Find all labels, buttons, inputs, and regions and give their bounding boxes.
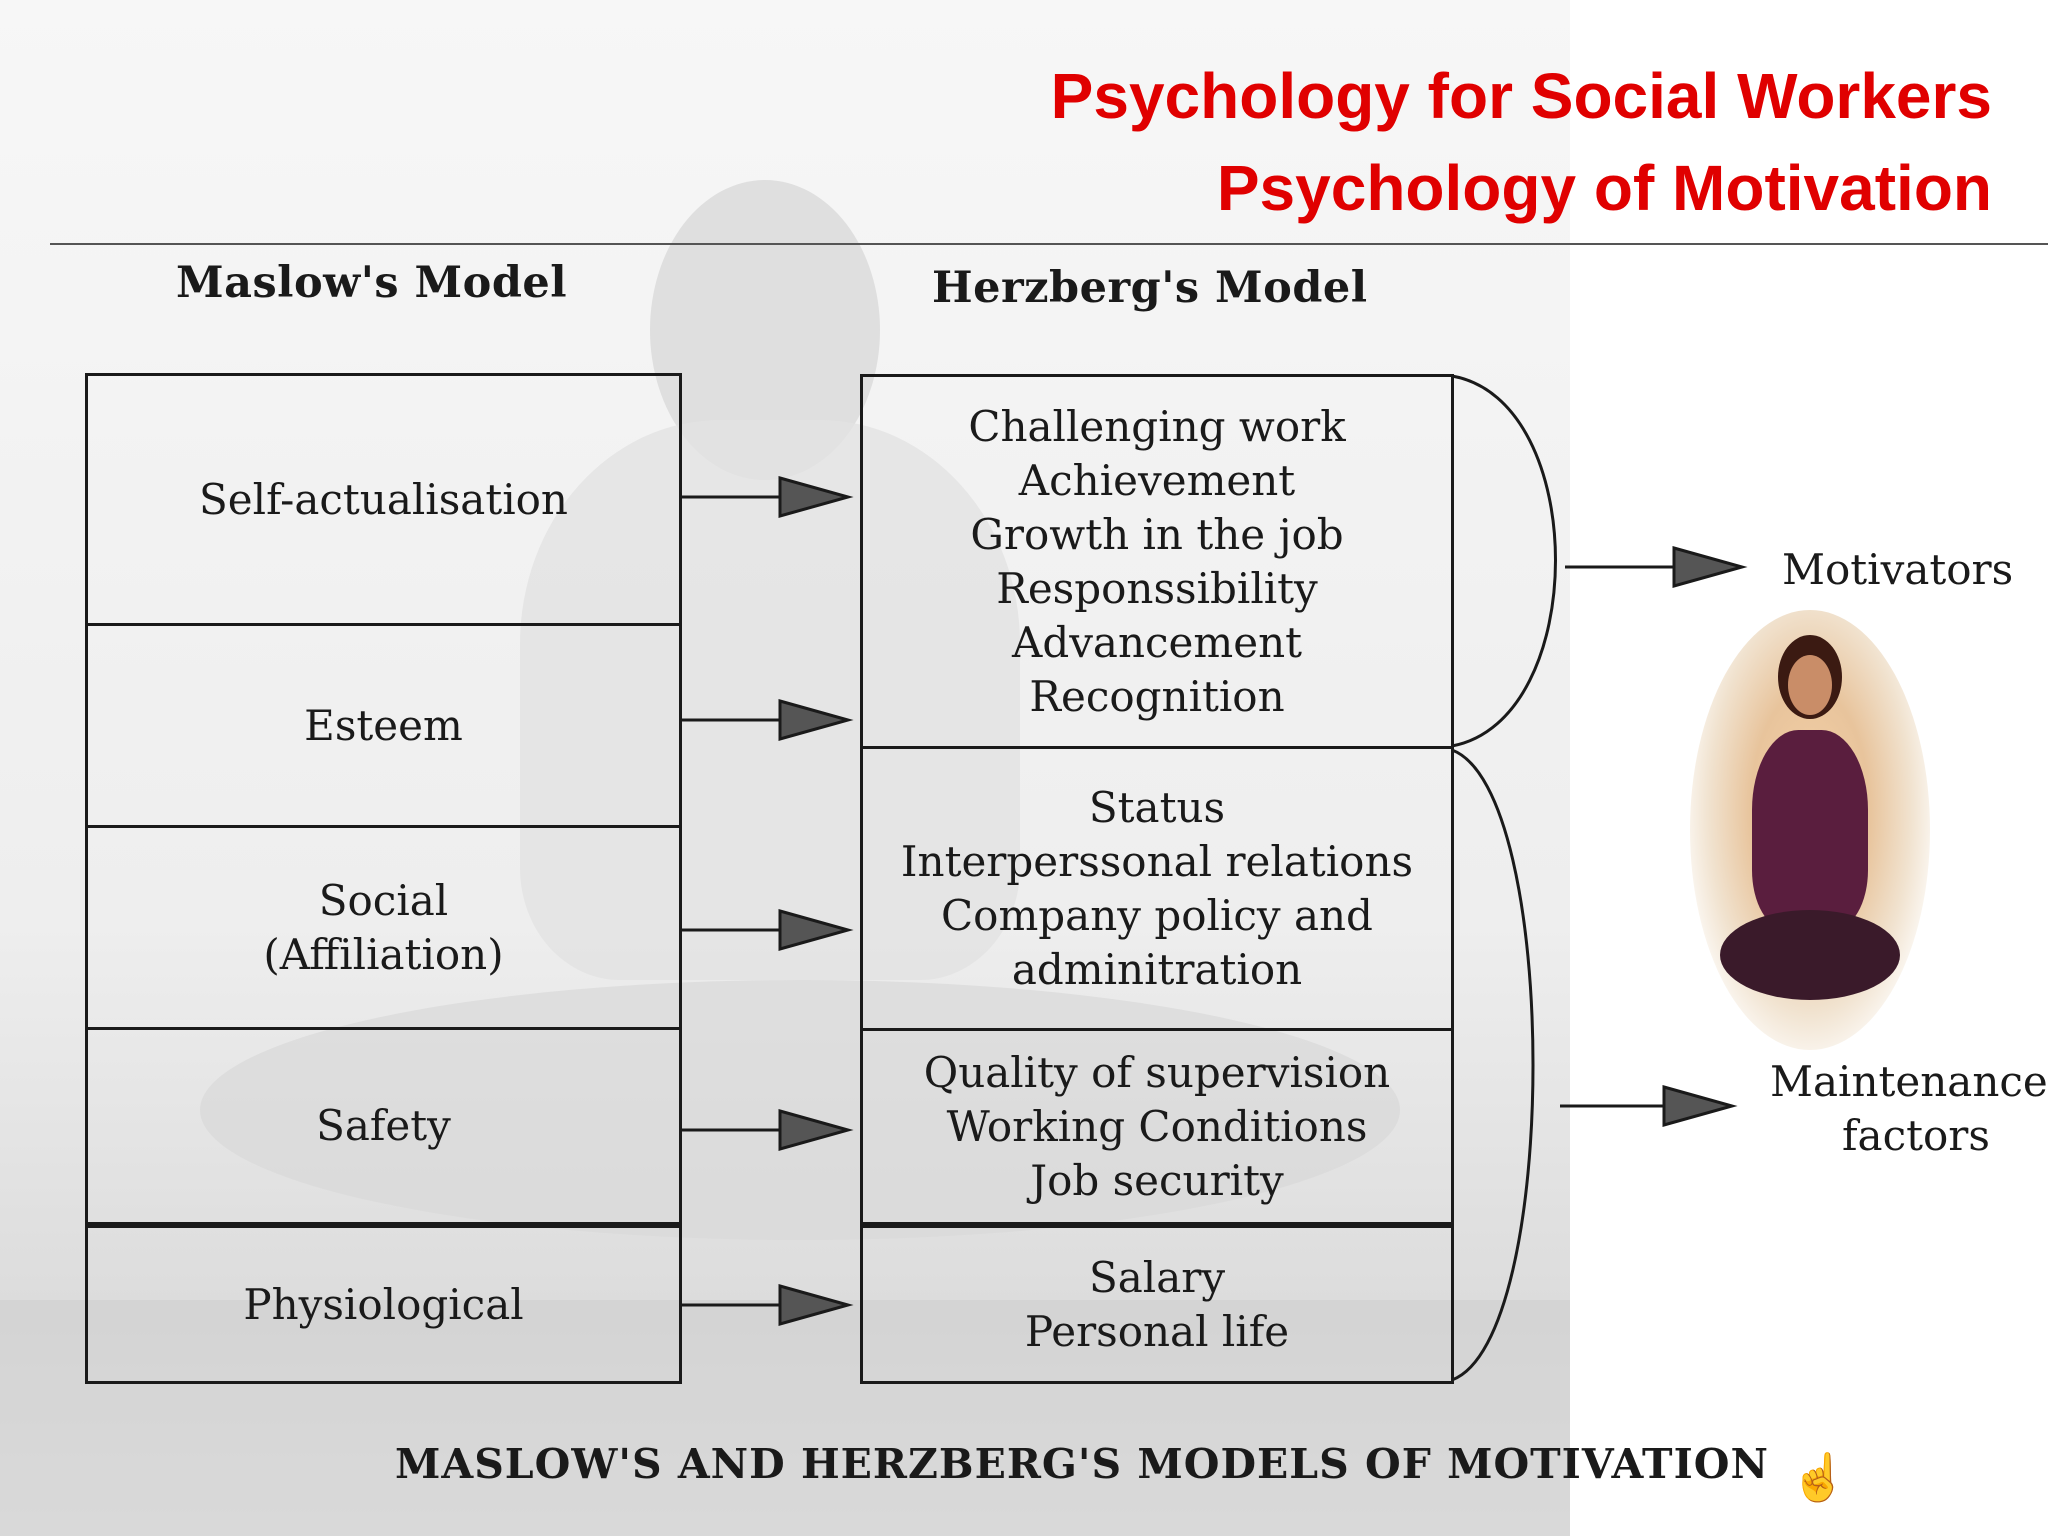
herzberg-item: Working Conditions [946, 1101, 1368, 1151]
herzberg-group-conditions: Quality of supervision Working Condition… [860, 1028, 1454, 1225]
title-line-1: Psychology for Social Workers [1050, 60, 1992, 132]
herzberg-item: Challenging work [968, 401, 1346, 451]
title-divider [50, 243, 2048, 245]
motivators-label: Motivators [1782, 545, 2014, 594]
maslow-level-self-actualisation: Self-actualisation [85, 373, 682, 626]
background-photo [0, 0, 1570, 1536]
maslow-level-label: Physiological [243, 1279, 524, 1329]
herzberg-item: Personal life [1024, 1306, 1290, 1356]
maslow-level-label: Esteem [304, 700, 463, 750]
maslow-level-label: Social [318, 875, 449, 925]
maslow-level-safety: Safety [85, 1027, 682, 1225]
maslow-level-label: Safety [316, 1101, 451, 1150]
maslow-heading: Maslow's Model [176, 258, 568, 308]
maslow-level-label: (Affiliation) [263, 929, 504, 979]
herzberg-item: Growth in the job [970, 509, 1344, 559]
maslow-level-social: Social (Affiliation) [85, 825, 682, 1030]
meditating-woman-photo [1690, 610, 1930, 1050]
maslow-level-label: Self-actualisation [199, 474, 568, 524]
herzberg-item: Responssibility [996, 563, 1318, 613]
photo-face [1788, 655, 1832, 715]
photo-body [1752, 730, 1868, 930]
herzberg-item: Recognition [1029, 671, 1285, 721]
herzberg-item: adminitration [1011, 944, 1303, 994]
slide-title: Psychology for Social Workers Psychology… [1051, 50, 1992, 234]
bg-figure-legs [200, 980, 1400, 1240]
herzberg-item: Salary [1088, 1252, 1226, 1302]
herzberg-group-relations: Status Interperssonal relations Company … [860, 746, 1454, 1031]
maintenance-line-2: factors [1842, 1111, 1990, 1160]
herzberg-group-motivators: Challenging work Achievement Growth in t… [860, 374, 1454, 749]
hand-pointer-icon: ☝ [1790, 1450, 1848, 1504]
herzberg-heading: Herzberg's Model [932, 263, 1368, 313]
maintenance-line-1: Maintenance [1770, 1057, 2048, 1106]
herzberg-item: Advancement [1011, 617, 1303, 667]
title-line-2: Psychology of Motivation [1216, 152, 1992, 224]
herzberg-item: Company policy and [941, 890, 1373, 940]
diagram-caption: MASLOW'S AND HERZBERG'S MODELS OF MOTIVA… [395, 1440, 1769, 1488]
maintenance-factors-label: Maintenance factors [1770, 1055, 2048, 1163]
herzberg-item: Quality of supervision [923, 1047, 1391, 1097]
herzberg-group-salary: Salary Personal life [860, 1222, 1454, 1384]
maslow-level-esteem: Esteem [85, 623, 682, 828]
bg-floor [0, 1300, 1570, 1536]
bg-figure-torso [520, 420, 1020, 980]
herzberg-item: Status [1088, 782, 1226, 832]
herzberg-item: Job security [1030, 1155, 1284, 1205]
herzberg-item: Achievement [1018, 455, 1296, 505]
herzberg-item: Interperssonal relations [900, 836, 1414, 886]
maslow-level-physiological: Physiological [85, 1222, 682, 1384]
photo-lap [1720, 910, 1900, 1000]
